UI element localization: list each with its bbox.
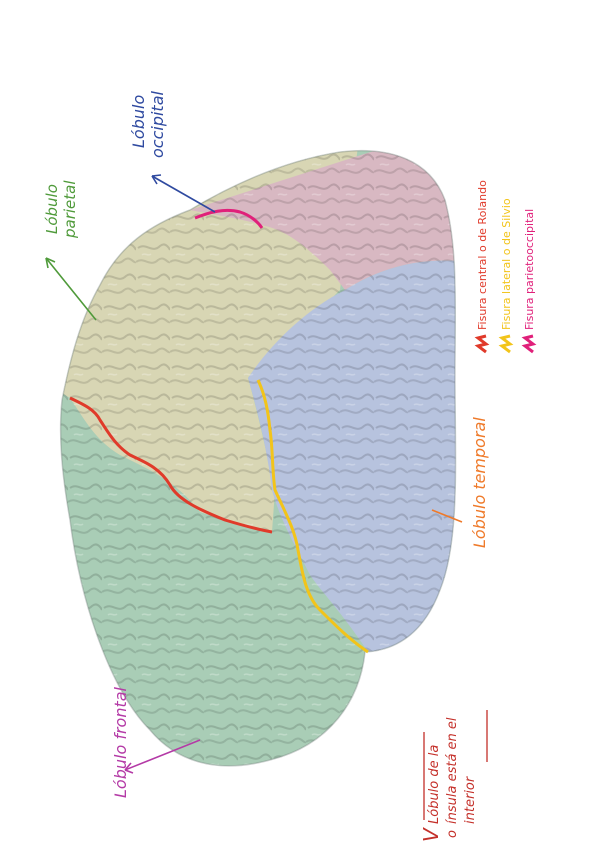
parietal-arrow	[45, 257, 97, 321]
parietal-label-line2: parietal	[61, 180, 79, 239]
note-line2: ínsula está en el	[445, 717, 460, 824]
temporal-arrow	[431, 509, 463, 523]
lateral-fissure	[256, 379, 369, 654]
note-numeral: V	[419, 827, 443, 842]
frontal-label: Lóbulo frontal	[111, 686, 130, 798]
note-line3: interior	[463, 775, 478, 824]
central-fissure	[69, 396, 273, 534]
occipital-label-line2: occipital	[148, 90, 167, 158]
legend: Fisura central o de Rolando Fisura later…	[474, 180, 537, 354]
occipital-arrowhead	[151, 174, 162, 185]
legend-text-lateral: Fisura lateral o de Silvio	[500, 198, 513, 330]
legend-item-parietooccipital: Fisura parietooccipital	[521, 209, 537, 354]
occipital-arrow	[151, 175, 216, 213]
insula-note: V Lóbulo de la ínsula está en el interio…	[419, 710, 488, 842]
parietooccipital-fissure	[194, 208, 264, 229]
temporal-label: Lóbulo temporal	[470, 417, 489, 548]
legend-item-lateral: Fisura lateral o de Silvio	[498, 198, 514, 354]
frontal-arrowhead	[124, 762, 134, 774]
frontal-arrow	[124, 739, 201, 771]
note-line1: Lóbulo de la	[427, 745, 442, 824]
pointer-arrows	[45, 174, 463, 774]
legend-swatch-parietooccipital	[521, 334, 537, 354]
legend-item-central: Fisura central o de Rolando	[474, 180, 490, 354]
legend-swatch-central	[474, 334, 490, 354]
occipital-label-line1: Lóbulo	[129, 95, 148, 148]
parietal-label-line1: Lóbulo	[43, 184, 61, 234]
note-bullet: o	[445, 830, 460, 838]
legend-swatch-lateral	[498, 334, 514, 354]
brain-outline	[59, 149, 457, 767]
legend-text-parietooccipital: Fisura parietooccipital	[523, 209, 536, 330]
parietal-arrowhead	[45, 257, 56, 269]
legend-text-central: Fisura central o de Rolando	[476, 180, 489, 330]
